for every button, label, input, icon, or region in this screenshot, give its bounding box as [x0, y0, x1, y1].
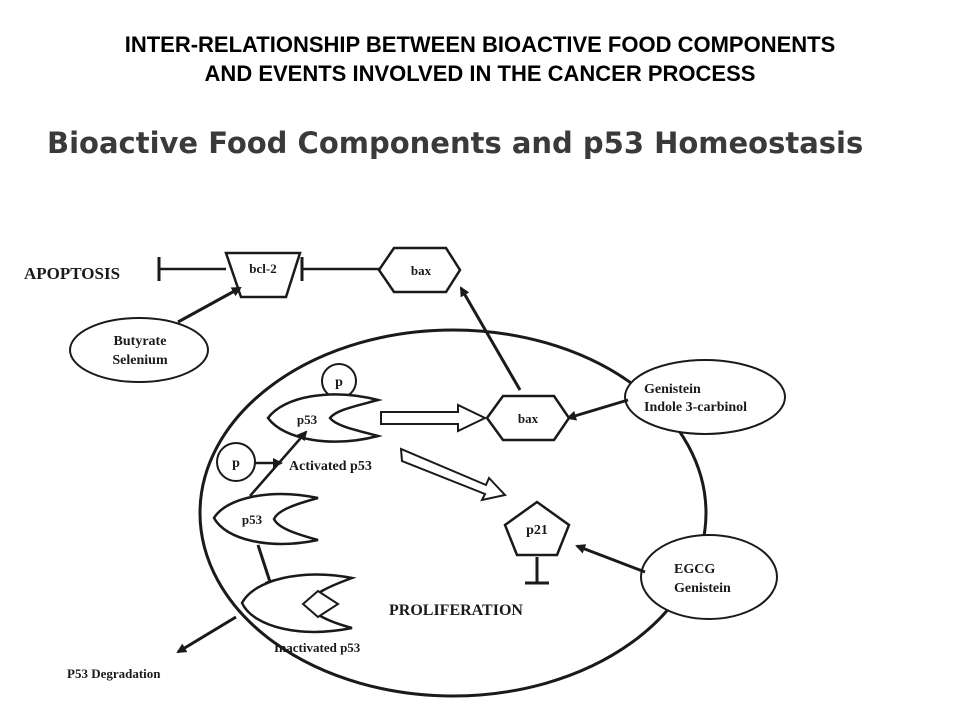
egcg-genistein-ellipse [640, 534, 778, 620]
butyrate-label: Butyrate [114, 334, 167, 349]
p53-activated-label: p53 [297, 412, 318, 427]
proliferation-label: PROLIFERATION [389, 602, 523, 619]
phosphate-lower-label: p [232, 456, 240, 471]
p53-plain-crescent [212, 492, 319, 546]
arrow-butyrate-to-bcl2 [177, 286, 242, 324]
bax-inner-hexagon [485, 394, 571, 442]
title-line-2: AND EVENTS INVOLVED IN THE CANCER PROCES… [204, 61, 756, 86]
bcl2-label: bcl-2 [249, 261, 276, 276]
title-line-1: INTER-RELATIONSHIP BETWEEN BIOACTIVE FOO… [124, 32, 836, 57]
arrow-to-degradation [176, 615, 237, 654]
p53-activated-crescent [266, 393, 383, 443]
arrow-bax-to-bax [459, 286, 522, 391]
p53-degradation-label: P53 Degradation [67, 666, 161, 681]
slide-title: INTER-RELATIONSHIP BETWEEN BIOACTIVE FOO… [0, 30, 960, 88]
p21-pentagon [503, 500, 571, 557]
double-arrow-to-p21 [399, 447, 507, 502]
p53-plain-label: p53 [242, 512, 263, 527]
double-arrow-to-bax [380, 403, 488, 433]
cell-ellipse [198, 328, 708, 698]
bax-inner-label: bax [518, 411, 539, 426]
genistein-1-label: Genistein [644, 382, 701, 397]
activated-p53-label: Activated p53 [289, 459, 372, 474]
butyrate-selenium-ellipse [69, 317, 209, 383]
genistein-indole-ellipse [624, 359, 786, 435]
inactivator-diamond [301, 589, 340, 619]
indole-label: Indole 3-carbinol [644, 400, 747, 415]
bax-top-label: bax [411, 263, 432, 278]
arrow-egcg-to-p21 [575, 544, 646, 574]
selenium-label: Selenium [112, 353, 168, 368]
phosphate-upper-label: p [335, 375, 343, 390]
arrow-p53-to-activation [249, 430, 308, 497]
egcg-label: EGCG [674, 562, 715, 577]
arrow-genistein-to-bax [566, 398, 629, 421]
p21-label: p21 [526, 523, 548, 538]
bax-top-hexagon [377, 246, 462, 294]
apoptosis-label: APOPTOSIS [24, 264, 120, 283]
bcl2-trapezoid [224, 251, 302, 299]
inactivated-p53-label: Inactivated p53 [274, 640, 361, 655]
genistein-2-label: Genistein [674, 581, 731, 596]
diagram-subtitle: Bioactive Food Components and p53 Homeos… [47, 126, 864, 160]
